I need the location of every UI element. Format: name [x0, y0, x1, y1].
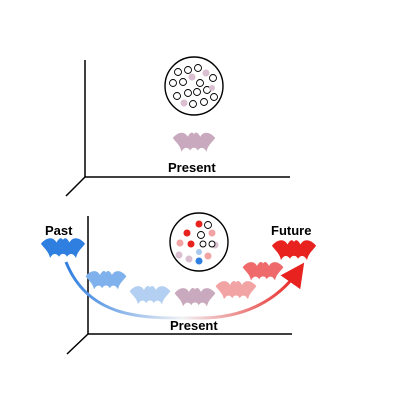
top-z-axis: [65, 176, 86, 197]
bat-icon: [129, 286, 171, 305]
bottom-axis-label: Present: [170, 318, 218, 333]
bat-icon: [85, 271, 127, 290]
past-label: Past: [45, 223, 73, 238]
bat-icon-past: [40, 238, 86, 259]
bat-icon: [215, 281, 257, 300]
time-arrow: [64, 261, 305, 320]
bat-icon-present: [174, 288, 216, 307]
bottom-panel: [40, 212, 317, 355]
top-axes: [65, 60, 290, 197]
top-panel: [65, 56, 290, 197]
future-label: Future: [271, 223, 312, 238]
bottom-population-circle: [169, 212, 229, 272]
bat-icon-future: [271, 240, 317, 261]
bottom-z-axis: [66, 333, 89, 355]
top-axis-label: Present: [168, 160, 216, 175]
top-bat-icon: [172, 132, 216, 152]
top-population-circle: [164, 56, 224, 116]
bat-icon: [242, 262, 284, 281]
